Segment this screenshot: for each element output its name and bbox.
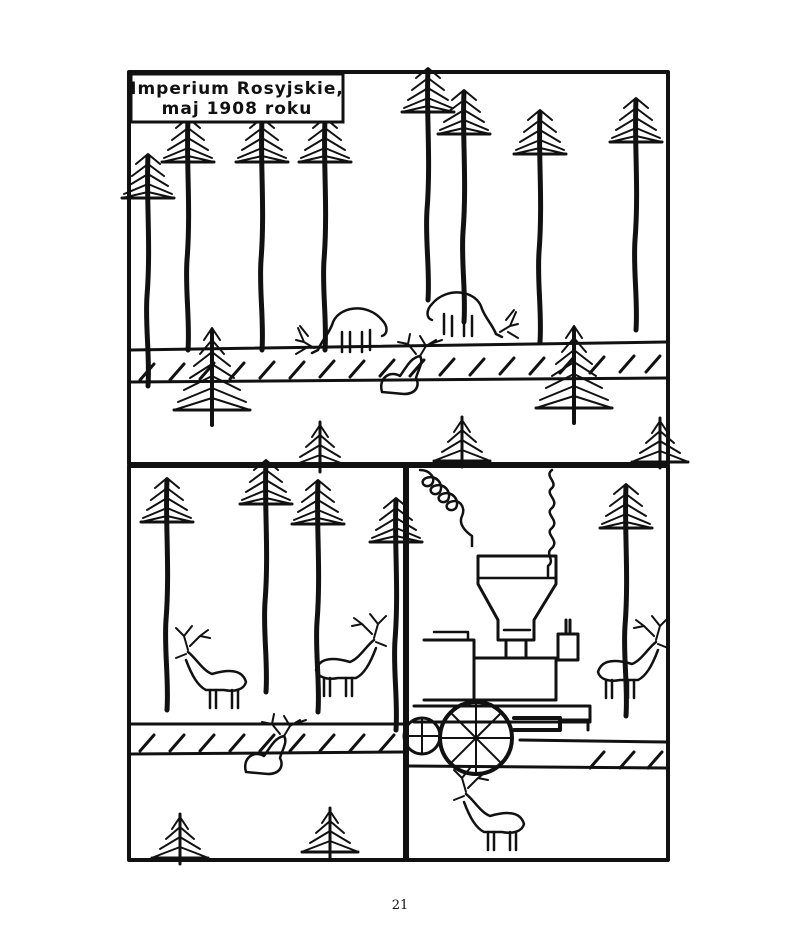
caption-box: Imperium Rosyjskie, maj 1908 roku [129, 72, 345, 124]
panel-top: Imperium Rosyjskie, maj 1908 roku [122, 68, 690, 474]
panel-bottom-right [402, 464, 670, 862]
page-number: 21 [391, 898, 409, 913]
panel-bottom-left [127, 460, 422, 866]
caption-line-1: Imperium Rosyjskie, [130, 79, 344, 99]
caption-line-2: maj 1908 roku [162, 99, 313, 119]
